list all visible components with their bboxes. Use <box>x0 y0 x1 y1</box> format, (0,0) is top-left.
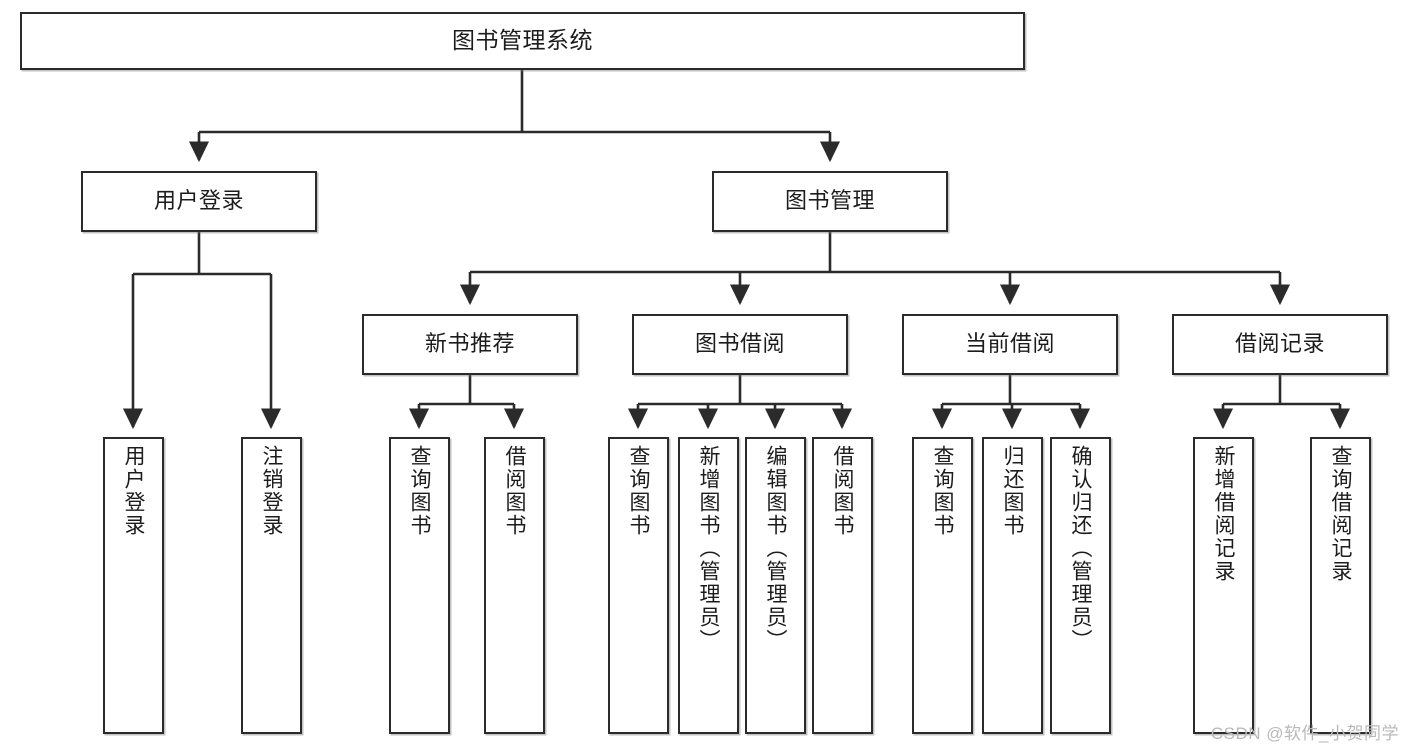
node-leaf-query-books-current[interactable]: 查询图书 <box>912 437 973 734</box>
node-leaf-confirm-return-admin[interactable]: 确认归还（管理员） <box>1050 437 1111 734</box>
node-label: 当前借阅 <box>964 331 1055 357</box>
node-label: 注销登录 <box>260 445 283 537</box>
node-leaf-query-borrow-record[interactable]: 查询借阅记录 <box>1310 437 1371 734</box>
node-current-borrow[interactable]: 当前借阅 <box>902 314 1118 375</box>
node-label: 查询图书 <box>627 445 650 537</box>
node-label: 图书借阅 <box>694 331 785 357</box>
node-label: 借阅图书 <box>831 445 854 537</box>
csdn-watermark: CSDN @软件_小贺同学 <box>1210 724 1399 743</box>
node-leaf-add-borrow-record[interactable]: 新增借阅记录 <box>1193 437 1254 734</box>
node-label: 用户登录 <box>122 445 145 537</box>
node-leaf-borrow-books-recommendation[interactable]: 借阅图书 <box>484 437 545 734</box>
node-new-book-recommendation[interactable]: 新书推荐 <box>362 314 578 375</box>
node-borrow-records[interactable]: 借阅记录 <box>1172 314 1388 375</box>
node-leaf-logout[interactable]: 注销登录 <box>241 437 302 734</box>
node-leaf-query-books-recommendation[interactable]: 查询图书 <box>389 437 450 734</box>
node-leaf-return-books[interactable]: 归还图书 <box>982 437 1043 734</box>
node-label: 图书管理 <box>784 188 875 214</box>
node-root-book-management-system[interactable]: 图书管理系统 <box>20 12 1025 70</box>
node-user-login[interactable]: 用户登录 <box>81 171 317 232</box>
node-label: 编辑图书（管理员） <box>764 445 787 652</box>
node-label: 新书推荐 <box>424 331 515 357</box>
node-leaf-user-login[interactable]: 用户登录 <box>103 437 164 734</box>
node-label: 新增图书（管理员） <box>697 445 720 652</box>
node-leaf-query-books[interactable]: 查询图书 <box>608 437 669 734</box>
node-label: 图书管理系统 <box>452 27 593 54</box>
node-label: 归还图书 <box>1001 445 1024 537</box>
node-leaf-edit-book-admin[interactable]: 编辑图书（管理员） <box>745 437 806 734</box>
node-book-borrow[interactable]: 图书借阅 <box>632 314 848 375</box>
node-label: 查询借阅记录 <box>1329 445 1352 583</box>
node-leaf-add-book-admin[interactable]: 新增图书（管理员） <box>678 437 739 734</box>
node-label: 借阅记录 <box>1234 331 1325 357</box>
node-label: 查询图书 <box>408 445 431 537</box>
node-label: 新增借阅记录 <box>1212 445 1235 583</box>
node-label: 查询图书 <box>931 445 954 537</box>
node-label: 确认归还（管理员） <box>1069 445 1092 652</box>
node-leaf-borrow-books[interactable]: 借阅图书 <box>812 437 873 734</box>
node-label: 用户登录 <box>153 188 244 214</box>
node-book-management[interactable]: 图书管理 <box>712 171 948 232</box>
node-label: 借阅图书 <box>503 445 526 537</box>
